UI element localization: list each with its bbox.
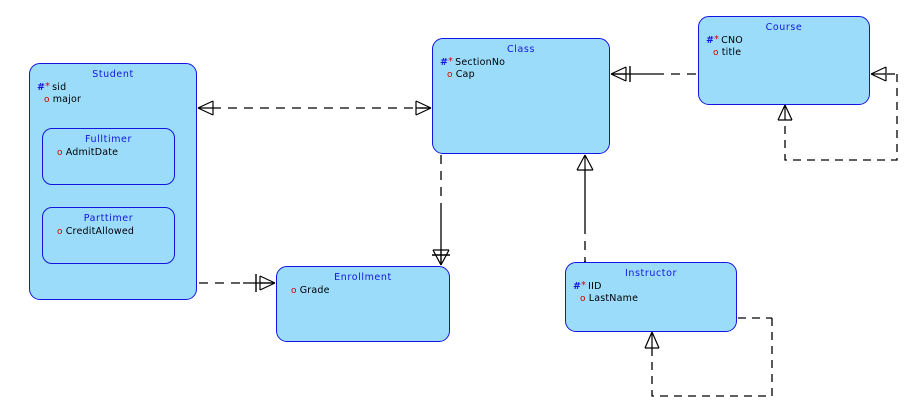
relationship-class-enrollment[interactable]	[432, 155, 450, 266]
attribute-name: Grade	[299, 285, 330, 296]
primary-key-marker: #	[573, 281, 582, 292]
attribute-name: major	[52, 94, 82, 105]
attribute-row: #*IID	[573, 280, 736, 293]
primary-key-marker: #	[706, 35, 715, 46]
optional-marker: o	[580, 294, 586, 304]
optional-marker: o	[44, 95, 50, 105]
attribute-name: title	[721, 47, 742, 58]
mandatory-marker: *	[714, 34, 720, 45]
attribute-row: #*SectionNo	[440, 56, 609, 69]
primary-key-marker: #	[37, 82, 46, 93]
optional-marker: o	[57, 227, 63, 237]
entity-student-title: Student	[92, 69, 134, 80]
mandatory-marker: *	[581, 280, 587, 291]
attribute-name: IID	[588, 281, 602, 292]
attribute-name: SectionNo	[455, 57, 506, 68]
mandatory-marker: *	[448, 56, 454, 67]
relationship-class-instructor[interactable]	[576, 154, 594, 277]
attribute-name: CNO	[721, 35, 743, 46]
entity-course-title: Course	[765, 22, 803, 33]
entity-instructor-title: Instructor	[624, 268, 678, 279]
primary-key-marker: #	[440, 57, 449, 68]
attribute-row: #*sid	[37, 81, 196, 94]
entity-enrollment-title: Enrollment	[334, 272, 392, 283]
optional-marker: o	[57, 148, 63, 158]
attribute-name: LastName	[588, 293, 639, 304]
attribute-name: AdmitDate	[65, 147, 119, 158]
entity-parttimer-title: Parttimer	[83, 213, 134, 224]
relationship-student-class[interactable]	[197, 100, 432, 116]
attribute-name: CreditAllowed	[65, 226, 135, 237]
attribute-name: Cap	[455, 69, 475, 80]
optional-marker: o	[713, 48, 719, 58]
entity-class-title: Class	[507, 44, 535, 55]
attribute-row: #*CNO	[706, 34, 869, 47]
relationship-student-enrollment[interactable]	[199, 274, 276, 292]
attribute-name: sid	[52, 82, 67, 93]
relationship-class-course[interactable]	[610, 66, 697, 82]
optional-marker: o	[447, 70, 453, 80]
mandatory-marker: *	[45, 81, 51, 92]
optional-marker: o	[291, 286, 297, 296]
entity-fulltimer-title: Fulltimer	[84, 134, 132, 145]
